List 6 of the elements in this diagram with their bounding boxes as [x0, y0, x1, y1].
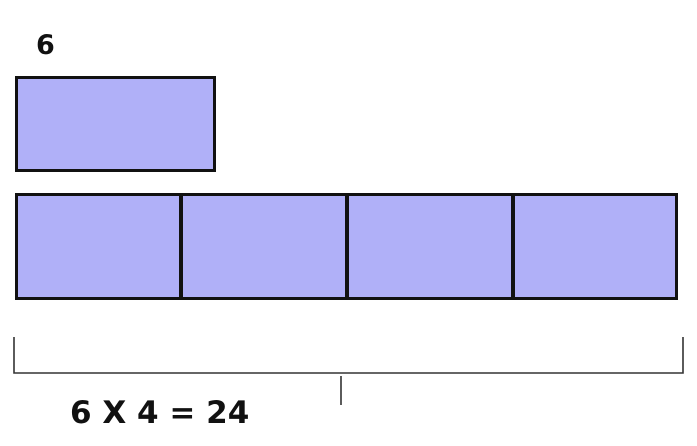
- bar-segment: [181, 193, 347, 300]
- bar-segment: [347, 193, 513, 300]
- bar-segment: [513, 193, 678, 300]
- equation-text: 6 X 4 = 24: [70, 398, 250, 429]
- bar-segment: [15, 193, 181, 300]
- quantity-label: 6: [36, 32, 55, 59]
